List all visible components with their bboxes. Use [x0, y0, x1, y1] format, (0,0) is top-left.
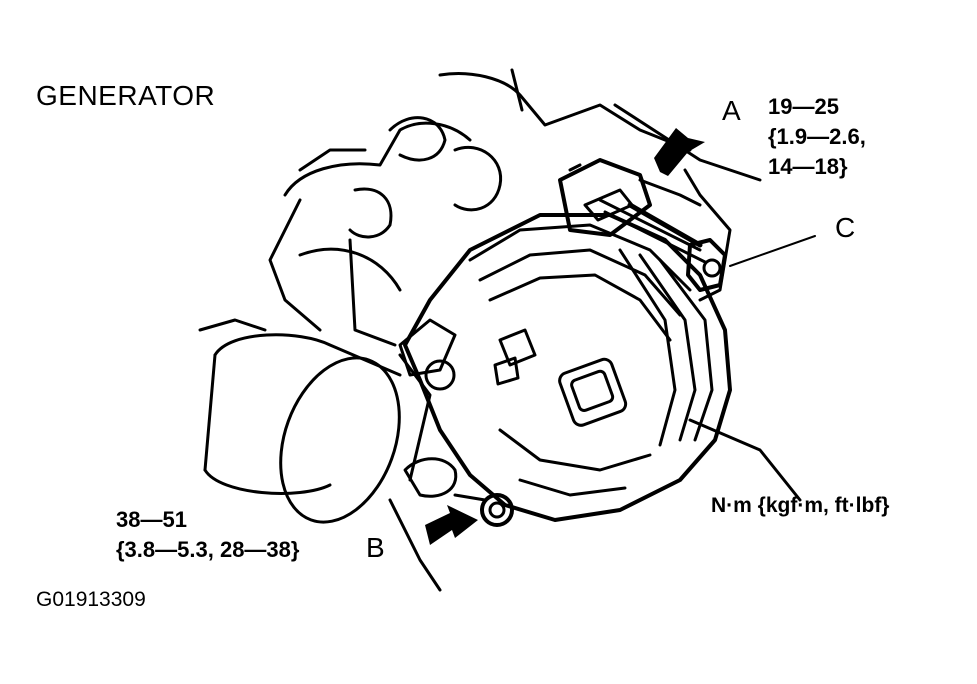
callout-c-leader: [729, 235, 816, 267]
generator-body: [398, 158, 732, 527]
oil-filter: [203, 333, 402, 524]
callout-c-letter: C: [835, 212, 856, 243]
diagram-title: GENERATOR: [36, 80, 216, 111]
callout-a-letter: A: [722, 95, 741, 126]
arrow-a-icon: [654, 128, 705, 176]
engine-background: [198, 68, 802, 592]
callout-b-line2: {3.8—5.3, 28—38}: [116, 537, 300, 562]
figure-id: G01913309: [36, 588, 146, 611]
arrow-b-icon: [425, 505, 478, 545]
callout-b-letter: B: [366, 532, 385, 563]
callout-a-line2: {1.9—2.6,: [768, 124, 866, 149]
callout-a-torque: 19—25 {1.9—2.6, 14—18}: [768, 92, 866, 182]
callout-b-torque: 38—51 {3.8—5.3, 28—38}: [116, 505, 299, 565]
callout-a-line3: 14—18}: [768, 154, 848, 179]
callout-b-line1: 38—51: [116, 507, 187, 532]
torque-units: N·m {kgf·m, ft·lbf}: [711, 494, 890, 517]
callout-a-line1: 19—25: [768, 94, 839, 119]
